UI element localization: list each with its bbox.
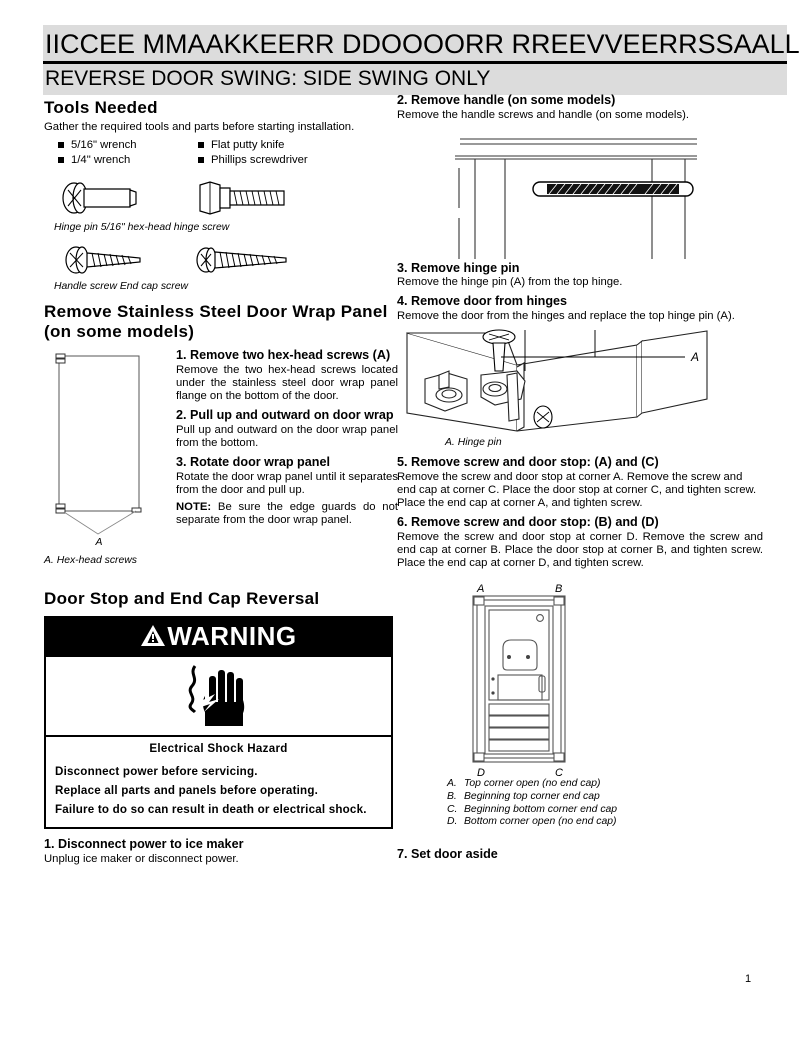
wrap-panel-callout-label: A [95, 537, 103, 549]
hardware-caption-row-1: Hinge pin 5/16" hex-head hinge screw [54, 222, 230, 234]
list-item: Flat putty knife [184, 138, 374, 153]
corner-label-c: C [555, 767, 563, 779]
handle-screw-and-end-cap-screw-icon [65, 246, 287, 274]
step-body: Remove the door from the hinges and repl… [397, 309, 735, 322]
legend-item: D. Bottom corner open (no end cap) [447, 816, 763, 829]
hardware-illustration-row-1: Hinge pin 5/16" hex-head hinge screw [44, 174, 396, 233]
legend-item: C. Beginning bottom corner end cap [447, 804, 763, 817]
top-hinge-pin-diagram-icon: A [406, 329, 708, 432]
hinge-diagram: A A. Hinge pin [397, 327, 763, 449]
step-title: 2. Pull up and outward on door wrap [176, 408, 394, 423]
hinge-diagram-caption: A. Hinge pin [445, 437, 502, 449]
step-title: 7. Set door aside [397, 846, 498, 861]
corner-label-a: A [476, 583, 484, 595]
tools-intro-text: Gather the required tools and parts befo… [44, 121, 355, 133]
step-title: 1. Remove two hex-head screws (A) [176, 348, 391, 363]
door-corners-diagram: A B D C [397, 580, 763, 780]
bullet-square-icon [58, 142, 64, 149]
note-label: NOTE: [176, 501, 212, 514]
hinge-pin-and-hex-screw-icon [62, 181, 285, 215]
step-body: Remove the screw and door stop at corner… [397, 530, 763, 570]
left-column: Tools Needed Gather the required tools a… [44, 97, 398, 868]
wrap-panel-content: A A. Hex-head screws 1. Remove two hex-h… [44, 348, 398, 567]
step-body: Unplug ice maker or disconnect power. [44, 852, 239, 865]
legend-text: Beginning top corner end cap [464, 790, 600, 802]
tool-label: 1/4" wrench [71, 154, 131, 167]
bullet-square-icon [198, 157, 204, 164]
step-title: 4. Remove door from hinges [397, 294, 568, 309]
ice-maker-door-front-diagram-icon: A B D C [472, 583, 566, 779]
wrap-panel-note: NOTE: Be sure the edge guards do not sep… [176, 501, 398, 527]
step-body: Remove the two hex-head screws located u… [176, 363, 398, 403]
hazard-title: Electrical Shock Hazard [149, 742, 288, 756]
warning-header: WARNING [46, 618, 391, 656]
step-title: 5. Remove screw and door stop: (A) and (… [397, 455, 659, 470]
bullet-square-icon [198, 142, 204, 149]
tool-label: Phillips screwdriver [211, 154, 308, 167]
list-item: 1/4" wrench [44, 153, 184, 168]
warning-text-block: Electrical Shock Hazard Disconnect power… [46, 737, 391, 827]
document-title: IICCEE MMAAKKEERR DDOOOORR RREEVVEERRSSA… [43, 25, 800, 64]
electric-shock-hand-icon [188, 665, 244, 727]
legend-text: Bottom corner open (no end cap) [464, 816, 617, 828]
tool-label: Flat putty knife [211, 139, 285, 152]
legend-item: B. Beginning top corner end cap [447, 791, 763, 804]
legend-item: A. Top corner open (no end cap) [447, 778, 763, 791]
document-subtitle: REVERSE DOOR SWING: SIDE SWING ONLY [45, 67, 491, 90]
warning-line: Failure to do so can result in death or … [55, 803, 367, 817]
door-wrap-panel-diagram-icon [55, 353, 142, 535]
page-number: 1 [745, 973, 752, 985]
step-body: Remove the handle screws and handle (on … [397, 108, 689, 121]
door-stop-heading: Door Stop and End Cap Reversal [44, 589, 320, 609]
tool-label: 5/16" wrench [71, 139, 137, 152]
corner-label-b: B [555, 583, 562, 595]
warning-line: Disconnect power before servicing. [55, 765, 258, 779]
hardware-illustration-row-2: Handle screw End cap screw [44, 240, 396, 292]
title-band: IICCEE MMAAKKEERR DDOOOORR RREEVVEERRSSA… [43, 25, 800, 95]
list-item: 5/16" wrench [44, 138, 184, 153]
legend-text: Beginning bottom corner end cap [464, 803, 618, 815]
right-column: 2. Remove handle (on some models) Remove… [397, 93, 763, 862]
legend-text: Top corner open (no end cap) [464, 778, 601, 790]
warning-pictogram [46, 655, 391, 738]
door-corners-legend: A. Top corner open (no end cap) B. Begin… [447, 778, 763, 828]
list-item: Phillips screwdriver [184, 153, 374, 168]
step-title: 2. Remove handle (on some models) [397, 93, 616, 107]
warning-triangle-icon [140, 624, 166, 648]
note-body: Be sure the edge guards do not separate … [176, 501, 398, 527]
step-title: 3. Remove hinge pin [397, 260, 520, 275]
legend-key: D. [447, 816, 458, 828]
step-title: 3. Rotate door wrap panel [176, 455, 330, 470]
handle-diagram [397, 132, 763, 259]
legend-key: A. [447, 778, 457, 790]
step-body: Remove the screw and door stop at corner… [397, 470, 757, 510]
wrap-panel-diagram: A A. Hex-head screws [44, 348, 172, 567]
door-handle-diagram-icon [455, 138, 697, 259]
tools-list-col-2: Flat putty knife Phillips screwdriver [184, 138, 374, 168]
warning-box: WARNING [44, 616, 393, 830]
step-body: Pull up and outward on the door wrap pan… [176, 423, 398, 450]
legend-key: C. [447, 803, 458, 815]
step-title: 1. Disconnect power to ice maker [44, 837, 244, 852]
bullet-square-icon [58, 157, 64, 164]
step-body: Rotate the door wrap panel until it sepa… [176, 470, 398, 496]
wrap-panel-steps: 1. Remove two hex-head screws (A) Remove… [172, 348, 398, 567]
wrap-panel-heading: Remove Stainless Steel Door Wrap Panel (… [44, 302, 388, 342]
legend-key: B. [447, 790, 457, 802]
warning-word: WARNING [167, 621, 297, 652]
wrap-panel-diagram-caption: A. Hex-head screws [44, 555, 137, 567]
tools-list: 5/16" wrench 1/4" wrench Flat putty knif… [44, 138, 396, 168]
step-body: Remove the hinge pin (A) from the top hi… [397, 276, 623, 289]
step-title: 6. Remove screw and door stop: (B) and (… [397, 515, 659, 530]
tools-needed-heading: Tools Needed [44, 98, 158, 117]
warning-line: Replace all parts and panels before oper… [55, 784, 319, 798]
hinge-callout-label: A [690, 350, 699, 364]
hardware-caption-row-2: Handle screw End cap screw [54, 281, 188, 293]
tools-list-col-1: 5/16" wrench 1/4" wrench [44, 138, 184, 168]
corner-label-d: D [477, 767, 485, 779]
